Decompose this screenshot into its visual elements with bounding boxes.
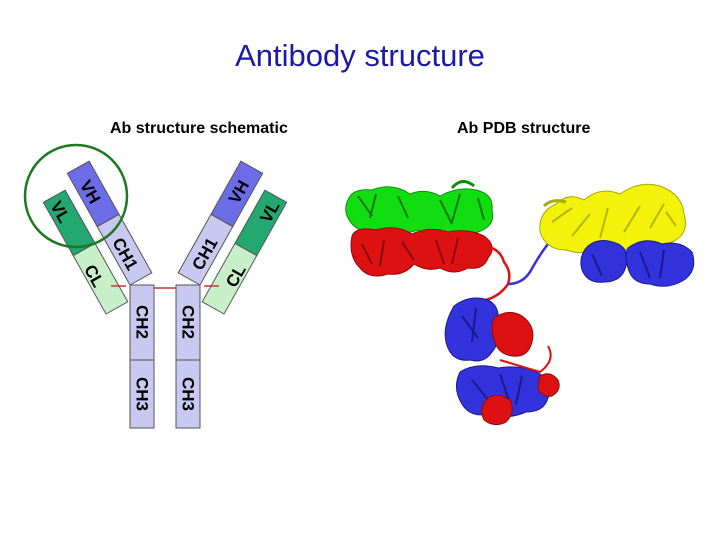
green-domain-blob: [345, 180, 494, 236]
blue-domain-right-blob: [580, 240, 695, 287]
red-lower-strand: [499, 345, 552, 374]
schematic-subtitle: Ab structure schematic: [110, 120, 288, 137]
pdb-ribbon-structure: [345, 180, 695, 426]
left-ch3-label: CH3: [133, 377, 152, 411]
right-ch3-label: CH3: [179, 377, 198, 411]
schematic-labels: VH VL CH1 CL VH VL CH1 CL CH2 CH3 CH2 CH…: [46, 177, 283, 411]
pdb-subtitle: Ab PDB structure: [457, 120, 591, 137]
left-ch3-segment: [129, 359, 155, 429]
red-domain-blob: [350, 227, 493, 277]
left-vh-segment: [66, 160, 120, 228]
right-ch2-segment: [175, 284, 201, 361]
variable-region-highlight-circle: [23, 143, 129, 249]
left-ch2-label: CH2: [133, 305, 152, 339]
right-ch3-segment: [175, 359, 201, 429]
blue-linker-strand: [507, 243, 549, 286]
right-vl-segment: [234, 189, 288, 257]
red-domain-lower-blob: [481, 312, 560, 426]
page-title: Antibody structure: [235, 38, 485, 73]
blue-domain-lower-blob: [444, 297, 552, 418]
yellow-domain-blob: [539, 183, 686, 254]
antibody-schematic: [42, 160, 288, 429]
left-ch2-segment: [129, 284, 155, 361]
right-ch2-label: CH2: [179, 305, 198, 339]
red-linker-strand: [483, 244, 511, 302]
right-vh-segment: [210, 160, 264, 228]
left-vl-segment: [42, 189, 96, 257]
